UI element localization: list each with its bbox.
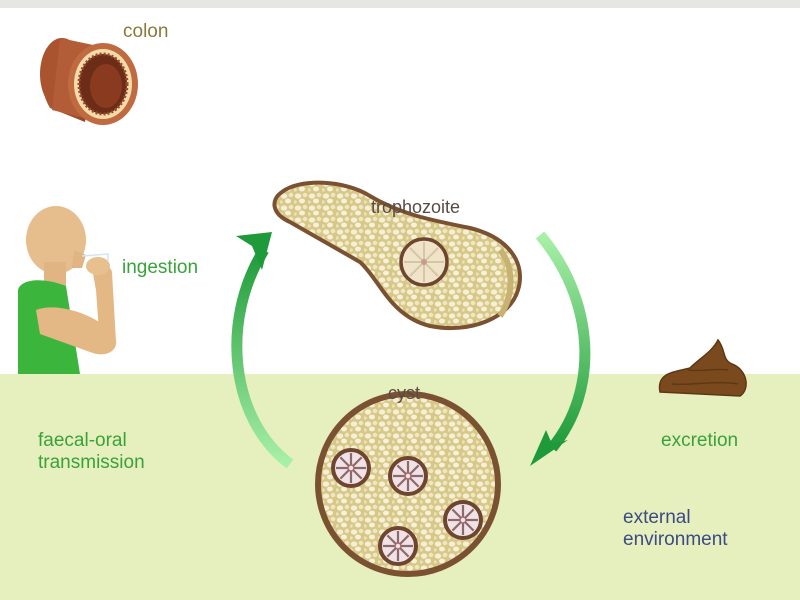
cyst-nucleus: [443, 500, 483, 540]
colon-illustration: [40, 38, 138, 125]
trophozoite-nucleus: [399, 237, 449, 287]
cyst-nucleus: [388, 456, 428, 496]
trophozoite-label: trophozoite: [371, 197, 461, 217]
faecal-oral-label-line1: faecal-oral: [38, 430, 127, 451]
colon-label: colon: [123, 21, 169, 42]
excretion-arrow: [530, 231, 591, 466]
cyst-nucleus: [378, 526, 418, 566]
trophozoite-illustration: [272, 180, 522, 331]
cyst-label: cyst: [388, 383, 421, 403]
ingestion-label: ingestion: [122, 257, 199, 278]
external-environment-label-line1: external: [623, 507, 691, 528]
person-drinking-illustration: [18, 206, 117, 374]
cyst-nucleus: [331, 448, 371, 488]
faecal-oral-label-line2: transmission: [38, 452, 145, 473]
top-bar: [0, 0, 800, 8]
excretion-label: excretion: [661, 430, 739, 451]
faeces-illustration: [658, 338, 747, 397]
external-environment-label-line2: environment: [623, 529, 728, 550]
ingestion-arrow: [231, 232, 294, 469]
cyst-illustration: [315, 391, 501, 577]
